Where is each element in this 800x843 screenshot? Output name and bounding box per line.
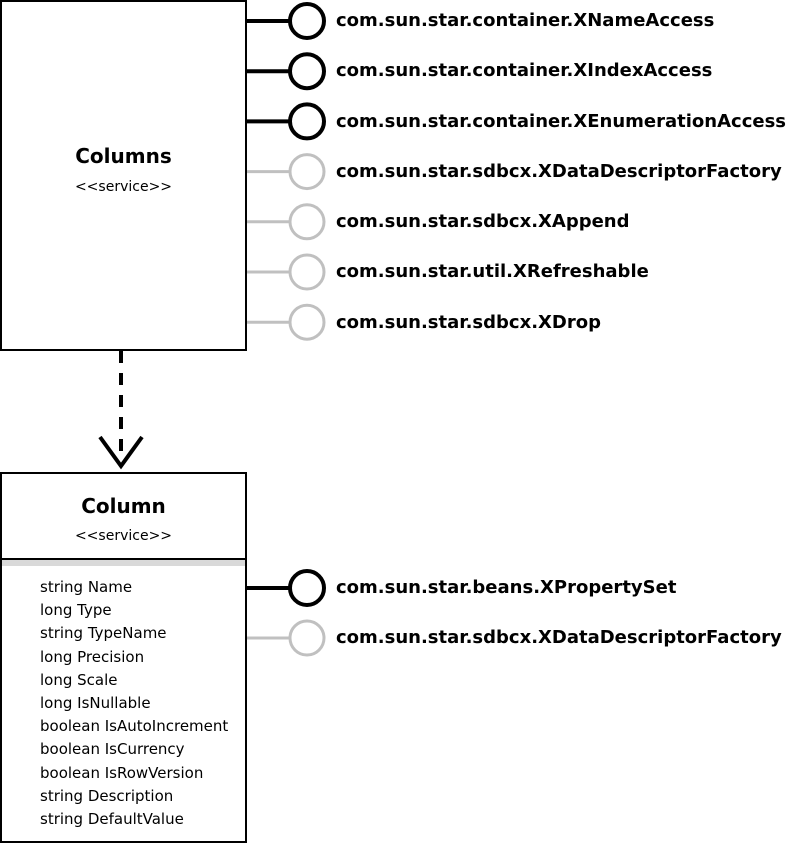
dependency-arrowhead: [98, 435, 144, 470]
columns-interface-label: com.sun.star.sdbcx.XDataDescriptorFactor…: [336, 161, 782, 182]
interface-lollipop-circle: [288, 2, 326, 40]
property-item: long Precision: [40, 647, 145, 666]
interface-lollipop-circle: [288, 303, 326, 341]
property-item: boolean IsRowVersion: [40, 763, 204, 782]
column-interface-label: com.sun.star.beans.XPropertySet: [336, 577, 677, 598]
interface-lollipop-circle: [288, 253, 326, 291]
interface-lollipop-circle: [288, 203, 326, 241]
property-item: boolean IsAutoIncrement: [40, 717, 229, 736]
columns-interface-label: com.sun.star.sdbcx.XDrop: [336, 312, 601, 333]
interface-lollipop-circle: [288, 569, 326, 607]
property-item: string DefaultValue: [40, 810, 184, 829]
property-item: string Description: [40, 786, 174, 805]
columns-service-box: Columns <<service>>: [0, 0, 247, 351]
column-compartment-separator: [0, 558, 247, 560]
columns-interface-label: com.sun.star.sdbcx.XAppend: [336, 211, 630, 232]
columns-interface-label: com.sun.star.container.XNameAccess: [336, 10, 715, 31]
column-compartment-shade: [2, 560, 245, 566]
property-item: long Scale: [40, 670, 118, 689]
property-item: long IsNullable: [40, 694, 151, 713]
property-item: long Type: [40, 601, 112, 620]
interface-lollipop-circle: [288, 153, 326, 191]
column-property-list: string Name long Type string TypeName lo…: [40, 576, 228, 831]
column-service-name: Column: [81, 494, 166, 518]
interface-lollipop-circle: [288, 52, 326, 91]
interface-lollipop-circle: [288, 102, 326, 141]
column-service-stereotype: <<service>>: [74, 528, 173, 544]
interface-lollipop-circle: [288, 619, 326, 657]
columns-service-stereotype: <<service>>: [74, 179, 173, 195]
columns-service-name: Columns: [75, 144, 172, 168]
columns-interface-label: com.sun.star.container.XIndexAccess: [336, 60, 713, 81]
column-service-box: Column <<service>>: [0, 472, 247, 843]
columns-interface-label: com.sun.star.util.XRefreshable: [336, 261, 649, 282]
property-item: string Name: [40, 578, 133, 596]
property-item: string TypeName: [40, 624, 167, 643]
columns-interface-label: com.sun.star.container.XEnumerationAcces…: [336, 111, 787, 132]
column-interface-label: com.sun.star.sdbcx.XDataDescriptorFactor…: [336, 627, 782, 648]
property-item: boolean IsCurrency: [40, 740, 185, 759]
